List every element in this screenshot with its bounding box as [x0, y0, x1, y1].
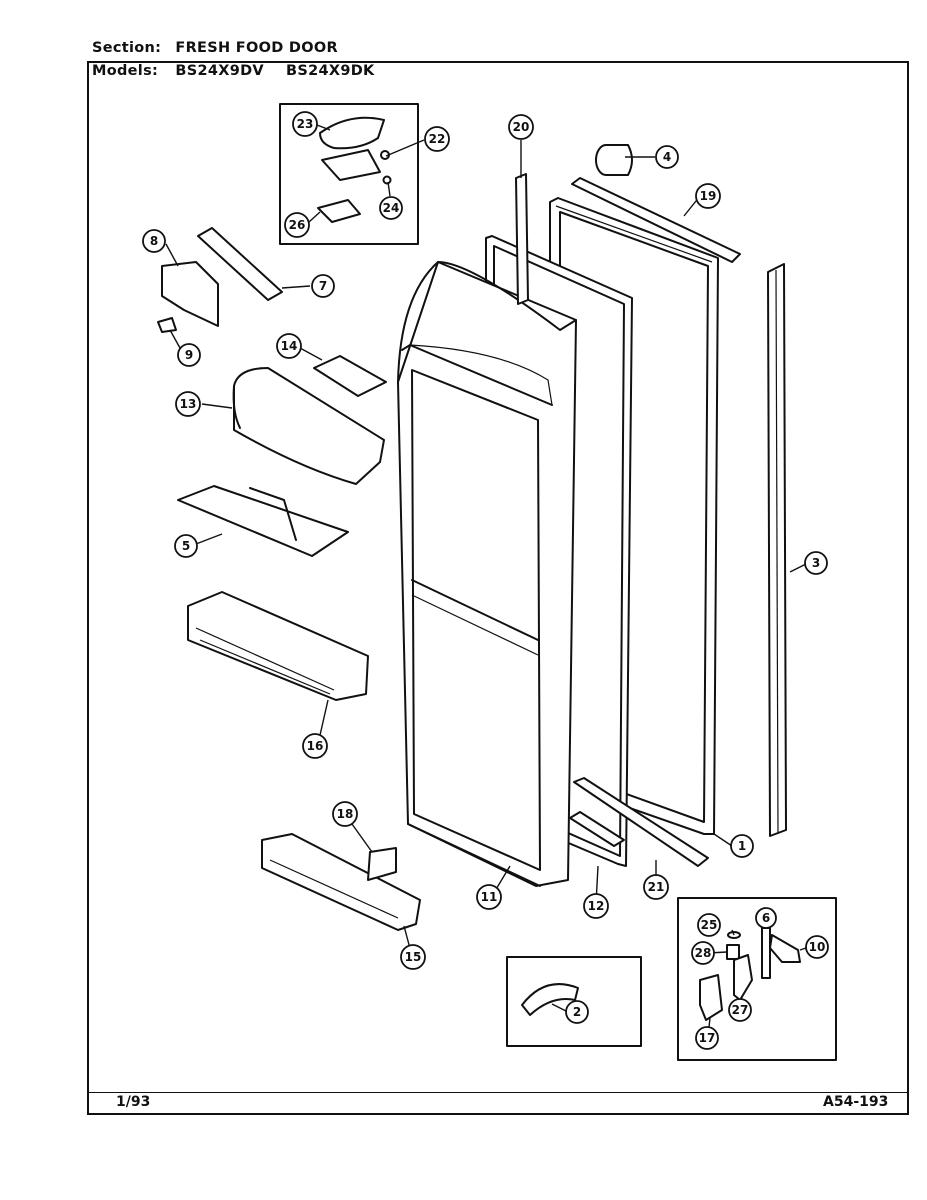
svg-text:6: 6 [762, 911, 770, 925]
svg-text:13: 13 [180, 397, 197, 411]
section-title: FRESH FOOD DOOR [175, 40, 338, 56]
svg-text:22: 22 [429, 132, 446, 146]
svg-text:1: 1 [738, 839, 746, 853]
callout-13: 13 [175, 391, 201, 417]
callout-8: 8 [142, 229, 166, 253]
egg-tray [177, 485, 349, 557]
callout-17: 17 [695, 1026, 719, 1050]
callout-4: 4 [655, 145, 679, 169]
svg-text:11: 11 [481, 890, 498, 904]
callout-7: 7 [311, 274, 335, 298]
footer-code: A54-193 [823, 1094, 889, 1110]
left-trim-strip [515, 173, 529, 305]
svg-text:18: 18 [337, 807, 354, 821]
callout-26: 26 [284, 212, 310, 238]
callout-12: 12 [583, 893, 609, 919]
footer-divider [87, 1092, 909, 1093]
models-heading: Models: BS24X9DV BS24X9DK [92, 63, 397, 79]
section-heading: Section: FRESH FOOD DOOR [92, 40, 360, 56]
svg-text:12: 12 [588, 899, 605, 913]
diagram-frame [87, 61, 909, 1115]
callout-5: 5 [174, 534, 198, 558]
callout-28: 28 [691, 941, 715, 965]
model-number-1: BS24X9DV [175, 63, 264, 79]
svg-text:16: 16 [307, 739, 324, 753]
callout-14: 14 [276, 333, 302, 359]
svg-text:14: 14 [281, 339, 298, 353]
svg-text:3: 3 [812, 556, 820, 570]
callout-22: 22 [424, 126, 450, 152]
callout-1: 1 [730, 834, 754, 858]
dairy-door [232, 367, 385, 485]
handle-plug [595, 144, 633, 176]
callout-18: 18 [332, 801, 358, 827]
callout-23: 23 [292, 111, 318, 137]
right-trim-strip [767, 263, 787, 837]
svg-text:20: 20 [513, 120, 530, 134]
svg-text:28: 28 [695, 946, 712, 960]
inset-part-2 [506, 956, 642, 1047]
svg-text:25: 25 [701, 918, 718, 932]
svg-text:17: 17 [699, 1031, 716, 1045]
svg-text:5: 5 [182, 539, 190, 553]
callout-15: 15 [400, 944, 426, 970]
callout-27: 27 [728, 998, 752, 1022]
door-bin [261, 833, 421, 931]
dairy-hinge-assembly [157, 227, 283, 333]
svg-text:9: 9 [185, 348, 193, 362]
callout-11: 11 [476, 884, 502, 910]
footer-date: 1/93 [116, 1094, 151, 1110]
models-label: Models: [92, 63, 159, 79]
top-trim-strip [571, 177, 741, 263]
svg-text:2: 2 [573, 1005, 581, 1019]
svg-text:10: 10 [809, 940, 826, 954]
callout-2: 2 [565, 1000, 589, 1024]
svg-text:19: 19 [700, 189, 717, 203]
shelf-cover [313, 355, 387, 397]
svg-text:23: 23 [297, 117, 314, 131]
callout-19: 19 [695, 183, 721, 209]
svg-text:21: 21 [648, 880, 665, 894]
inset-top-hinge [279, 103, 419, 245]
svg-text:24: 24 [383, 201, 400, 215]
callout-24: 24 [379, 196, 403, 220]
svg-text:27: 27 [732, 1003, 749, 1017]
bottom-trim-strip [569, 777, 709, 867]
svg-text:8: 8 [150, 234, 158, 248]
callout-20: 20 [508, 114, 534, 140]
door-liner [397, 261, 577, 887]
model-number-2: BS24X9DK [285, 63, 375, 79]
svg-text:4: 4 [663, 150, 671, 164]
callout-6: 6 [755, 907, 777, 929]
svg-text:7: 7 [319, 279, 327, 293]
callout-25: 25 [697, 913, 721, 937]
callout-3: 3 [804, 551, 828, 575]
svg-text:15: 15 [405, 950, 422, 964]
inset-bottom-hinge [677, 897, 837, 1061]
callout-21: 21 [643, 874, 669, 900]
callout-9: 9 [177, 343, 201, 367]
callout-10: 10 [805, 935, 829, 959]
door-shelf [187, 591, 369, 701]
svg-text:26: 26 [289, 218, 306, 232]
callout-16: 16 [302, 733, 328, 759]
section-label: Section: [92, 40, 162, 56]
